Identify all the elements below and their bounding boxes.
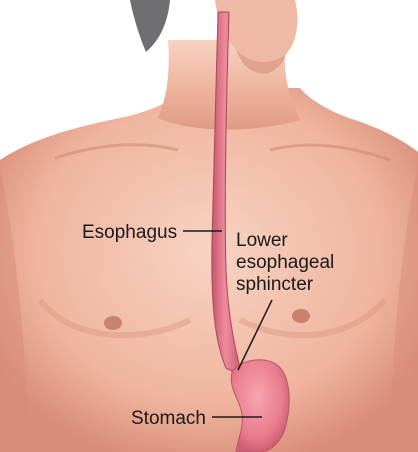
les-label-line2: esophageal bbox=[236, 252, 334, 273]
esophagus-label: Esophagus bbox=[82, 222, 177, 243]
right-nipple bbox=[292, 309, 310, 323]
hair bbox=[130, 0, 170, 52]
left-nipple bbox=[104, 316, 122, 330]
les-label-line1: Lower bbox=[236, 230, 288, 251]
torso bbox=[0, 88, 418, 452]
stomach-organ bbox=[231, 360, 289, 452]
stomach-label: Stomach bbox=[131, 408, 206, 429]
les-label-line3: sphincter bbox=[236, 274, 314, 295]
